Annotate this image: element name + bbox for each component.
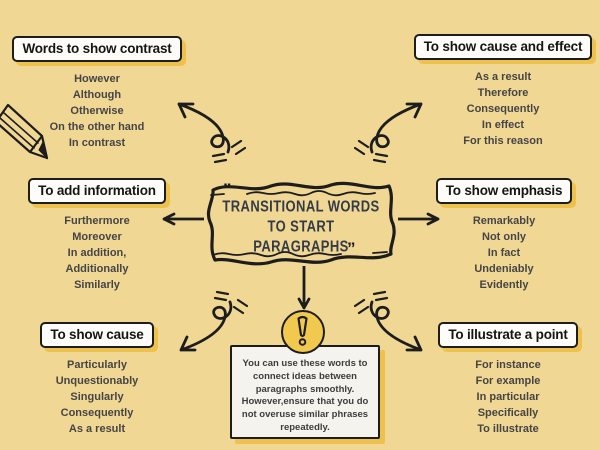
list-item: However <box>74 73 120 85</box>
branch-word-list: For instance For example In particular S… <box>413 357 600 437</box>
branch-label: To show cause <box>50 327 144 342</box>
exclamation-icon <box>281 310 325 354</box>
curly-arrow-up-right-icon <box>354 102 423 164</box>
title-line: TO START <box>267 217 335 235</box>
arrow-right-icon <box>398 212 440 226</box>
quote-mark-icon: ” <box>347 239 356 258</box>
branch-label-box: Words to show contrast <box>12 36 182 62</box>
list-item: To illustrate <box>477 423 539 435</box>
branch-label: To show cause and effect <box>423 39 583 54</box>
branch-word-list: However Although Otherwise On the other … <box>2 71 192 151</box>
sketchy-border <box>206 181 396 266</box>
branch-label-box: To illustrate a point <box>438 322 578 348</box>
curly-arrow-down-right-icon <box>354 290 423 352</box>
list-item: Specifically <box>477 407 539 419</box>
list-item: As a result <box>68 423 126 435</box>
list-item: In addition, <box>67 247 127 259</box>
list-item: In effect <box>481 119 525 131</box>
pencil-icon <box>0 103 49 160</box>
branch-word-list: As a result Therefore Consequently In ef… <box>408 69 598 149</box>
center-title-box: ” ” TRANSITIONAL WORDS TO START PARAGRAP… <box>199 174 403 270</box>
list-item: Furthermore <box>64 215 130 227</box>
list-item: Therefore <box>477 87 529 99</box>
branch-words-to-show-contrast: Words to show contrast However Although … <box>2 36 192 151</box>
title-line: TRANSITIONAL WORDS <box>222 197 380 215</box>
branch-cause-and-effect: To show cause and effect As a result The… <box>408 34 598 149</box>
list-item: Consequently <box>466 103 540 115</box>
note-box: You can use these words to connect ideas… <box>230 345 380 439</box>
main-title: TRANSITIONAL WORDS TO START PARAGRAPHS <box>199 196 403 256</box>
branch-label: To illustrate a point <box>448 327 568 342</box>
note-text: You can use these words to connect ideas… <box>241 358 369 433</box>
speed-dashes <box>211 139 246 164</box>
speed-dashes <box>354 139 389 164</box>
list-item: Particularly <box>67 359 127 371</box>
arrow-left-icon <box>162 212 204 226</box>
branch-label-box: To show cause and effect <box>413 34 593 60</box>
list-item: Similarly <box>74 279 120 291</box>
speed-dashes <box>213 290 248 315</box>
branch-word-list: Particularly Unquestionably Singularly C… <box>2 357 192 437</box>
list-item: Unquestionably <box>55 375 139 387</box>
branch-illustrate-a-point: To illustrate a point For instance For e… <box>413 322 600 437</box>
branch-show-emphasis: To show emphasis Remarkably Not only In … <box>409 178 599 293</box>
branch-show-cause: To show cause Particularly Unquestionabl… <box>2 322 192 437</box>
list-item: On the other hand <box>49 121 145 133</box>
branch-label: To show emphasis <box>445 183 563 198</box>
wavy-line-top <box>210 190 376 197</box>
branch-label-box: To show cause <box>40 322 154 348</box>
branch-label: Words to show contrast <box>22 41 172 56</box>
curly-arrow-up-left-icon <box>177 102 246 164</box>
list-item: Additionally <box>65 263 129 275</box>
arrow-down-icon <box>297 266 311 310</box>
branch-label: To add information <box>38 183 156 198</box>
list-item: Undeniably <box>474 263 534 275</box>
list-item: Moreover <box>72 231 122 243</box>
list-item: Evidently <box>479 279 529 291</box>
branch-label-box: To add information <box>28 178 166 204</box>
list-item: Singularly <box>70 391 124 403</box>
quote-mark-icon: ” <box>223 180 232 199</box>
list-item: In particular <box>476 391 540 403</box>
list-item: In fact <box>487 247 521 259</box>
branch-label-box: To show emphasis <box>435 178 573 204</box>
list-item: In contrast <box>68 137 126 149</box>
list-item: For example <box>475 375 541 387</box>
title-line: PARAGRAPHS <box>253 237 349 255</box>
list-item: For instance <box>475 359 541 371</box>
speed-dashes <box>354 290 389 315</box>
branch-word-list: Furthermore Moreover In addition, Additi… <box>2 213 192 293</box>
list-item: Although <box>72 89 122 101</box>
list-item: Not only <box>482 231 526 243</box>
list-item: For this reason <box>463 135 543 147</box>
list-item: As a result <box>474 71 532 83</box>
curly-arrow-down-left-icon <box>179 290 248 352</box>
branch-word-list: Remarkably Not only In fact Undeniably E… <box>409 213 599 293</box>
list-item: Otherwise <box>70 105 124 117</box>
list-item: Remarkably <box>472 215 536 227</box>
wavy-line-bottom <box>212 251 388 258</box>
branch-add-information: To add information Furthermore Moreover … <box>2 178 192 293</box>
list-item: Consequently <box>60 407 134 419</box>
